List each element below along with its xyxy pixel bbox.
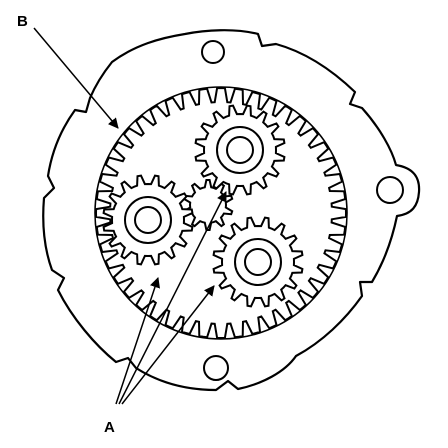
bolt-hole-top: [201, 40, 225, 64]
planet-gear-left-shaft-outer: [124, 196, 172, 244]
planet-gear-left: [102, 174, 194, 266]
bolt-hole-bottom: [203, 355, 229, 381]
ring-gear-outer-rim: [94, 86, 348, 340]
planet-gear-right-teeth: [212, 216, 304, 308]
planet-gear-top-shaft-outer: [216, 126, 264, 174]
leader-line-b: [33, 27, 119, 129]
planet-gear-right-shaft-inner: [244, 248, 272, 276]
ring-gear: [94, 86, 348, 340]
callout-label-b: B: [17, 13, 28, 30]
leader-line-a-1: [115, 277, 160, 405]
planet-gear-top-teeth: [194, 104, 286, 196]
planet-gear-right: [212, 216, 304, 308]
sun-gear: [182, 179, 234, 231]
planet-gear-left-teeth: [102, 174, 194, 266]
leader-line-a-3: [121, 285, 215, 405]
leader-line-a-2: [118, 191, 227, 405]
planet-gear-left-shaft-inner: [134, 206, 162, 234]
planet-gear-right-shaft-outer: [234, 238, 282, 286]
planet-gear-top-shaft-inner: [226, 136, 254, 164]
carrier-plate-outline: [42, 29, 421, 392]
planet-gear-top: [194, 104, 286, 196]
bolt-hole-right: [376, 176, 404, 204]
callout-label-a: A: [104, 419, 115, 436]
